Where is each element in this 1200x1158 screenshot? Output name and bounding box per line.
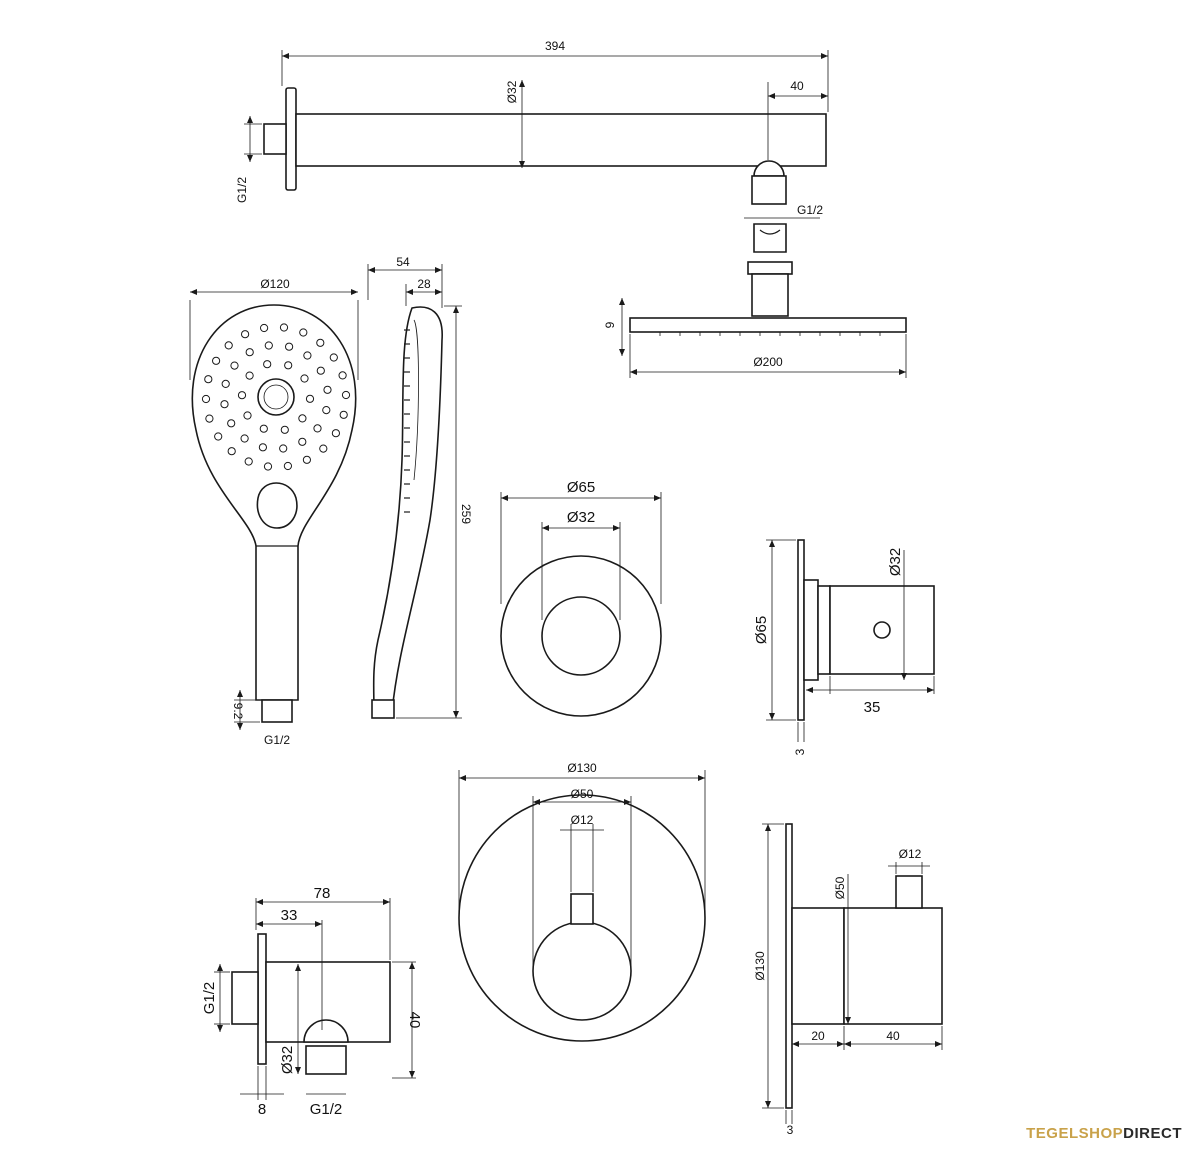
spray-hole: [241, 330, 250, 339]
spray-hole: [237, 391, 247, 400]
spray-hole: [201, 394, 211, 404]
spray-hole: [323, 385, 332, 394]
hand-shower-thread-label: G1/2: [264, 733, 290, 747]
stop-valve-knob-label: Ø32: [887, 548, 904, 576]
brand-part-2: DIRECT: [1123, 1125, 1182, 1142]
thermostat-plate-label: 3: [787, 1123, 794, 1137]
wall-outlet-wall-thread-label: G1/2: [201, 982, 218, 1015]
spray-hole: [214, 432, 223, 441]
shower-arm: 394 Ø32 40 G1/2 G1/2 9 Ø200: [235, 39, 907, 378]
thermostat-depth1-label: 20: [811, 1029, 825, 1043]
spray-hole: [298, 437, 307, 446]
hand-shower-side: 54 28 259: [367, 255, 473, 719]
rain-head-diameter-label: Ø200: [753, 355, 783, 369]
spray-hole: [316, 338, 325, 347]
hand-shower-length-label: 259: [459, 504, 473, 524]
spray-hole: [338, 371, 347, 380]
spray-hole: [227, 419, 236, 428]
spray-hole: [339, 410, 348, 419]
side-nozzle-ticks: [404, 329, 410, 513]
thermostat-outer-label: Ø130: [567, 761, 597, 775]
spray-hole: [322, 406, 331, 415]
spray-hole: [220, 400, 229, 409]
rosette-inner-label: Ø32: [567, 509, 595, 526]
spray-hole: [283, 461, 292, 471]
hand-shower-thread-height-label: 9.2: [231, 703, 245, 720]
spray-hole: [285, 342, 294, 351]
stop-valve-length-label: 35: [864, 699, 881, 716]
spray-hole: [205, 414, 214, 423]
spray-hole: [212, 356, 221, 365]
thermostat-knob-label: Ø50: [571, 787, 594, 801]
thermostat-stem-label: Ø12: [571, 813, 594, 827]
stop-valve-rosette-label: Ø65: [753, 616, 770, 644]
spray-hole: [221, 379, 230, 388]
spray-hole: [264, 341, 273, 350]
wall-outlet-length-label: 78: [314, 885, 331, 902]
arm-wall-thread-label: G1/2: [235, 177, 249, 203]
rosette-outer-label: Ø65: [567, 479, 595, 496]
thermostat-side-stem-label: Ø12: [899, 847, 922, 861]
spray-hole: [303, 351, 312, 360]
thermostat-side: Ø130 Ø50 Ø12 20 40 3: [753, 823, 943, 1137]
hand-shower-depth-label: 54: [396, 255, 410, 269]
spray-hole: [240, 434, 249, 443]
spray-holes: [201, 323, 351, 471]
arm-offset-label: 40: [790, 79, 804, 93]
spray-hole: [260, 323, 269, 333]
spray-hole: [279, 323, 289, 332]
spray-hole: [300, 374, 309, 383]
thermostat-plate-diameter-label: Ø130: [753, 951, 767, 981]
spray-hole: [245, 371, 254, 380]
thermostat-depth2-label: 40: [886, 1029, 900, 1043]
spray-hole: [263, 462, 273, 471]
wall-outlet-diameter-label: Ø32: [279, 1046, 296, 1074]
wall-outlet-outlet-thread-label: G1/2: [310, 1101, 343, 1118]
thermostat-front: Ø130 Ø50 Ø12: [458, 761, 706, 1042]
spray-hole: [259, 424, 268, 433]
arm-diameter-label: Ø32: [505, 80, 519, 103]
spray-hole: [230, 361, 239, 370]
spray-hole: [280, 425, 289, 434]
spray-hole: [329, 353, 338, 362]
spray-hole: [305, 394, 315, 403]
wall-outlet: 78 33 G1/2 40 Ø32 8 G1/2: [201, 885, 423, 1118]
hand-shower-diameter-label: Ø120: [260, 277, 290, 291]
spray-hole: [284, 361, 293, 370]
wall-outlet-height-label: 40: [406, 1012, 423, 1029]
spray-hole: [258, 443, 267, 452]
wall-outlet-plate-label: 8: [258, 1101, 266, 1118]
stop-valve-plate-label: 3: [793, 748, 807, 755]
spray-hole: [263, 360, 272, 369]
spray-hole: [313, 424, 322, 433]
spray-hole: [245, 348, 254, 357]
rain-head-nozzles: [659, 332, 881, 336]
spray-hole: [316, 366, 325, 375]
thermostat-side-knob-label: Ø50: [833, 876, 847, 899]
spray-hole: [224, 341, 233, 350]
spray-hole: [279, 444, 288, 453]
rain-head-height-label: 9: [603, 321, 617, 328]
spray-hole: [341, 390, 351, 400]
spray-hole: [204, 375, 213, 384]
arm-length-label: 394: [545, 39, 565, 53]
hand-shower-neck-label: 28: [417, 277, 431, 291]
hand-shower-front: Ø120 9.2 G1/2: [189, 277, 359, 747]
spray-hole: [299, 328, 308, 337]
spray-hole: [298, 414, 307, 423]
brand-part-1: TEGELSHOP: [1026, 1125, 1124, 1142]
brand-logo: TEGELSHOPDIRECT: [1026, 1125, 1182, 1142]
rosette: Ø65 Ø32: [500, 479, 662, 717]
spray-hole: [331, 429, 340, 438]
spray-hole: [319, 444, 328, 453]
wall-outlet-offset-label: 33: [281, 907, 298, 924]
spray-hole: [227, 447, 236, 456]
stop-valve: Ø65 Ø32 35 3: [753, 539, 935, 755]
spray-hole: [302, 455, 311, 464]
spray-hole: [243, 411, 252, 420]
spray-hole: [244, 457, 253, 466]
arm-outlet-thread-label: G1/2: [797, 203, 823, 217]
